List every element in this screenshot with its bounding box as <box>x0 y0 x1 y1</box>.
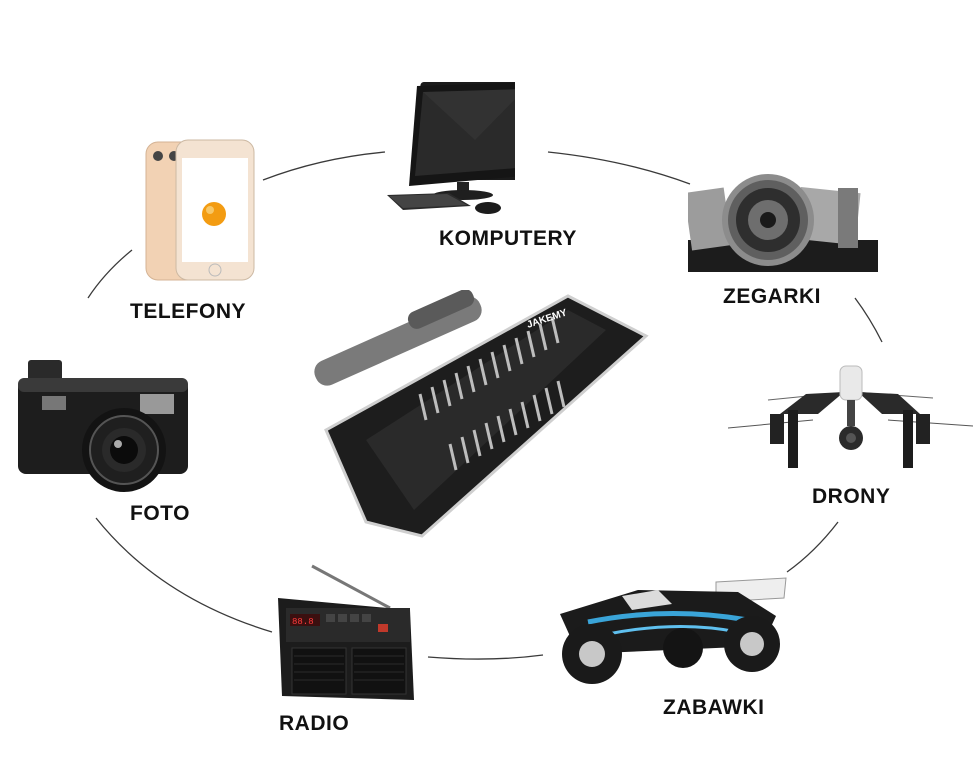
screwdriver-kit-image: JAKEMY <box>306 290 658 555</box>
watch-image <box>688 170 878 272</box>
label-radio: RADIO <box>279 712 350 735</box>
label-phones: TELEFONY <box>130 300 247 323</box>
drone-image <box>728 362 973 472</box>
camera-image <box>14 358 192 493</box>
label-computers: KOMPUTERY <box>439 227 577 250</box>
radio-image: 88.8 <box>272 562 422 708</box>
label-watches: ZEGARKI <box>723 285 821 308</box>
label-toys: ZABAWKI <box>663 696 765 719</box>
phone-image <box>144 138 256 283</box>
label-drones: DRONY <box>812 485 891 508</box>
label-photo: FOTO <box>130 502 190 525</box>
svg-text:88.8: 88.8 <box>292 617 314 627</box>
computer-image <box>385 80 515 220</box>
rc-car-image <box>548 568 793 693</box>
